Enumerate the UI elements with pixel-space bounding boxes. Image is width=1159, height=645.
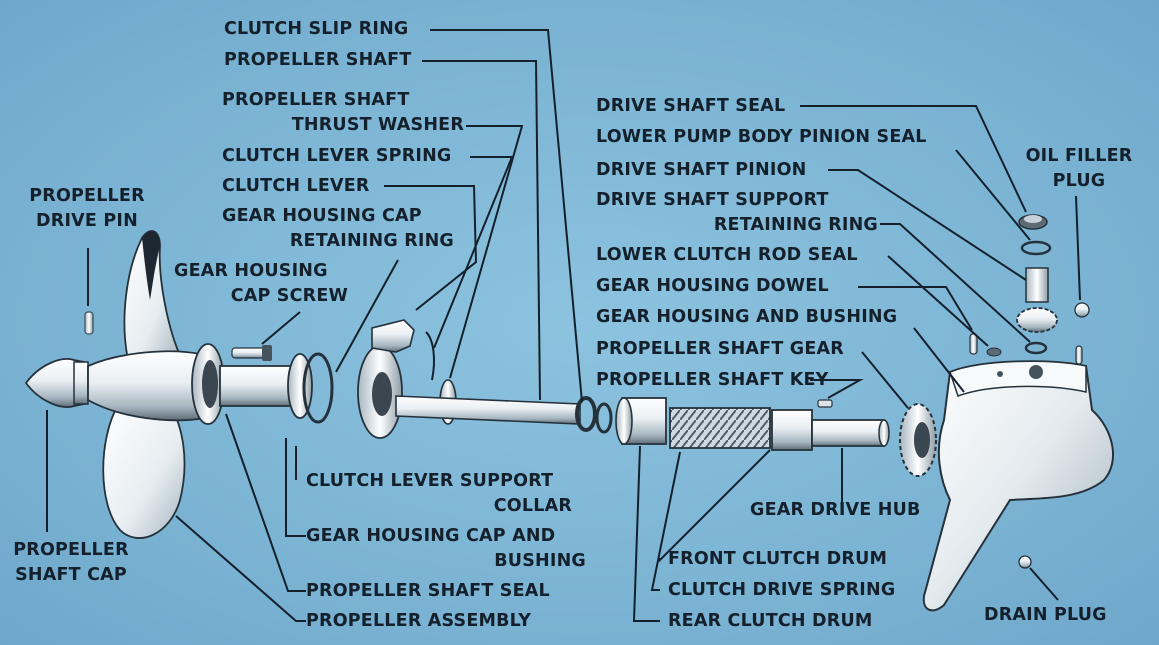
leader-cap-and-bushing [285, 438, 306, 537]
leader-thrust-washer [449, 125, 524, 379]
clutch-slip-ring-part [575, 396, 597, 432]
oil-filler-plug-part [1074, 302, 1090, 318]
cap-screw-head [262, 345, 272, 361]
gear-housing-dowel-hole [997, 371, 1003, 377]
leader-pinion-seal [955, 149, 1031, 241]
label-propeller-shaft-key: PROPELLER SHAFT KEY [596, 370, 829, 390]
label-clutch-lever-spring: CLUTCH LEVER SPRING [222, 146, 452, 166]
leader-lines [46, 29, 1081, 622]
label-drain-plug: DRAIN PLUG [984, 605, 1107, 625]
leader-shaft-gear [861, 351, 909, 409]
clutch-lever-spring-part [425, 331, 435, 381]
gear-housing-part [922, 360, 1115, 612]
leader-housing-and-bushing [913, 327, 965, 393]
label-drive-shaft-support-retaining-ring: DRIVE SHAFT SUPPORT RETAINING RING [596, 190, 878, 235]
label-gear-housing-cap-and-bushing: GEAR HOUSING CAP AND BUSHING [306, 526, 586, 571]
label-lower-pump-body-pinion-seal: LOWER PUMP BODY PINION SEAL [596, 127, 927, 147]
propeller-hub [87, 350, 207, 422]
leader-drive-shaft-pinion [828, 169, 1027, 281]
leader-shaft-key [810, 379, 864, 399]
label-clutch-drive-spring: CLUTCH DRIVE SPRING [668, 580, 896, 600]
label-drive-shaft-seal: DRIVE SHAFT SEAL [596, 96, 786, 116]
label-gear-drive-hub: GEAR DRIVE HUB [750, 500, 921, 520]
support-collar-bore [372, 372, 392, 416]
clutch-drive-spring-part [669, 407, 771, 449]
drive-shaft-seal-top [1024, 215, 1042, 223]
leader-shaft-seal [225, 413, 306, 592]
slip-ring-second [595, 402, 613, 434]
propeller-shaft-key-part [817, 399, 833, 408]
propeller-cap-ring [73, 361, 89, 405]
label-gear-housing-and-bushing: GEAR HOUSING AND BUSHING [596, 307, 898, 327]
label-propeller-assembly: PROPELLER ASSEMBLY [306, 611, 532, 631]
propeller-drive-pin-part [84, 311, 94, 335]
gear-housing-cap-retaining-ring-part [302, 352, 334, 424]
lower-clutch-rod-seal-part [986, 347, 1002, 357]
drive-shaft-pinion-part [1025, 267, 1049, 303]
propeller-lower-blade [102, 404, 186, 539]
propeller-shaft-part [395, 395, 581, 425]
label-propeller-shaft-gear: PROPELLER SHAFT GEAR [596, 339, 844, 359]
leader-propeller-shaft [422, 60, 541, 401]
leader-oil-filler-plug [1075, 195, 1081, 301]
label-clutch-lever: CLUTCH LEVER [222, 176, 370, 196]
label-gear-housing-cap-screw: GEAR HOUSING CAP SCREW [174, 261, 348, 306]
leader-drain-plug [1029, 567, 1059, 601]
clutch-lever-part [371, 319, 415, 353]
leader-rear-clutch-drum [632, 445, 660, 622]
pinion-gear-teeth [1016, 307, 1058, 333]
gear-drive-hub-part [811, 419, 885, 447]
leader-drive-shaft-seal [800, 105, 1027, 213]
gear-drive-hub-end [878, 419, 890, 447]
leader-propeller-assembly [175, 515, 306, 622]
gear-housing-pinion-bore [1029, 365, 1043, 379]
leader-clutch-rod-seal [887, 255, 989, 347]
label-propeller-shaft: PROPELLER SHAFT [224, 50, 412, 70]
gear-housing-dowel-part [969, 333, 978, 355]
label-clutch-lever-support-collar: CLUTCH LEVER SUPPORT COLLAR [306, 471, 572, 516]
leader-clutch-lever-spring [433, 156, 514, 349]
rear-clutch-drum-face [615, 397, 633, 445]
label-lower-clutch-rod-seal: LOWER CLUTCH ROD SEAL [596, 245, 858, 265]
label-propeller-shaft-thrust-washer: PROPELLER SHAFT THRUST WASHER [222, 90, 464, 135]
leader-clutch-drive-spring [650, 451, 681, 591]
housing-dowel-right [1075, 345, 1083, 365]
leader-clutch-lever [384, 185, 478, 311]
lower-pump-body-pinion-seal-part [1020, 240, 1052, 256]
leader-retaining-ring [335, 259, 399, 373]
drive-shaft-support-retaining-ring-part [1024, 341, 1048, 355]
shaft-gear-bore [914, 422, 930, 458]
leader-support-retaining-ring [880, 223, 1031, 343]
label-front-clutch-drum: FRONT CLUTCH DRUM [668, 549, 888, 569]
leader-housing-dowel [858, 286, 973, 331]
label-propeller-shaft-cap: PROPELLER SHAFT CAP [13, 540, 129, 585]
drain-plug-part [1018, 555, 1032, 569]
leader-cap-screw [261, 311, 301, 345]
label-gear-housing-dowel: GEAR HOUSING DOWEL [596, 276, 829, 296]
propeller-blade-dark-edge [142, 231, 160, 300]
label-clutch-slip-ring: CLUTCH SLIP RING [224, 19, 409, 39]
label-propeller-shaft-seal: PROPELLER SHAFT SEAL [306, 581, 550, 601]
label-oil-filler-plug: OIL FILLER PLUG [1025, 146, 1133, 191]
front-clutch-drum-part [771, 409, 813, 451]
propeller-hub-bore [202, 360, 218, 408]
label-propeller-drive-pin: PROPELLER DRIVE PIN [29, 186, 145, 231]
label-drive-shaft-pinion: DRIVE SHAFT PINION [596, 160, 807, 180]
leader-front-clutch-drum [659, 449, 771, 563]
label-gear-housing-cap-retaining-ring: GEAR HOUSING CAP RETAINING RING [222, 206, 454, 251]
label-rear-clutch-drum: REAR CLUTCH DRUM [668, 611, 873, 631]
gear-housing-top [949, 360, 1087, 397]
leader-clutch-slip-ring [430, 29, 583, 403]
